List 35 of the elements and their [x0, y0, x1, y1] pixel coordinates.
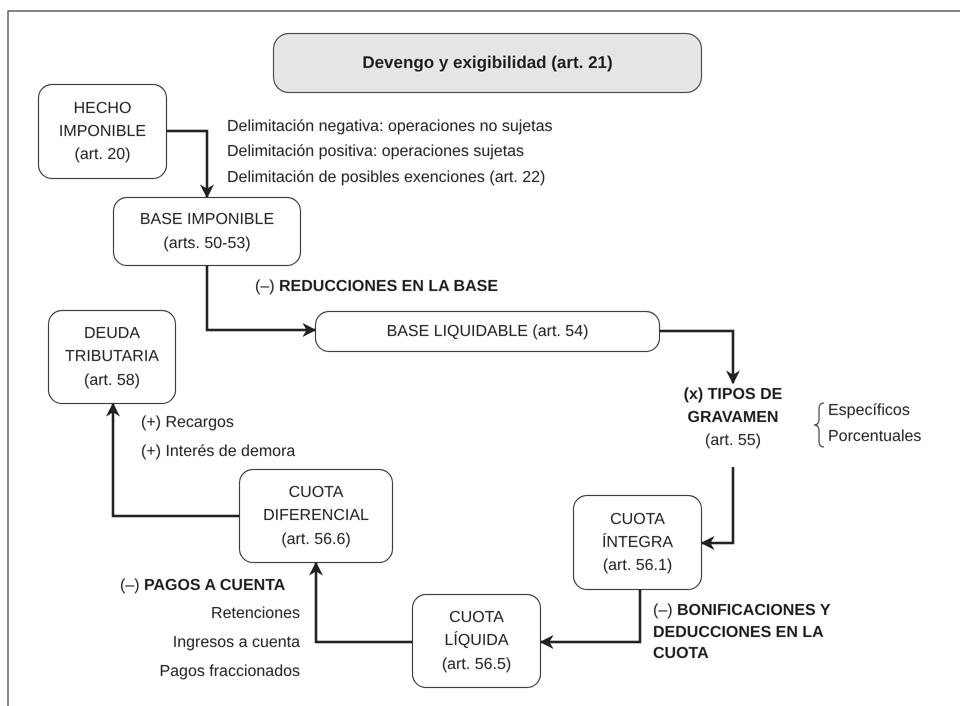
process-box: [573, 495, 702, 590]
box-text: DEUDA TRIBUTARIA (art. 58): [64, 324, 160, 391]
arrow: [167, 130, 214, 198]
arrow: [106, 402, 239, 518]
box-text: CUOTA DIFERENCIAL (art. 56.6): [262, 483, 370, 550]
box-text: CUOTA ÍNTEGRA (art. 56.1): [600, 510, 674, 576]
arrow: [540, 590, 642, 649]
process-box: [412, 594, 541, 688]
note-text: Ingresos a cuenta: [172, 633, 300, 652]
note-text: (+) Interés de demora: [141, 442, 296, 462]
box-text: CUOTA LÍQUIDA (art. 56.5): [440, 608, 512, 675]
note-text: (+) Recargos: [141, 413, 234, 432]
note-text: Delimitación negativa: operaciones no sujetas: [227, 117, 553, 136]
process-box: [38, 84, 167, 179]
box-text: BASE LIQUIDABLE (art. 54): [386, 322, 590, 342]
note-text: Pagos fraccionados: [159, 662, 300, 682]
arrow: [700, 467, 734, 550]
process-box: [48, 310, 176, 404]
arrow: [309, 562, 412, 644]
box-text: BASE IMPONIBLE (arts. 50-53): [138, 210, 276, 254]
note-text: Porcentuales: [828, 427, 922, 446]
process-box: [113, 197, 301, 266]
note-text: Delimitación de posibles exenciones (art. 22): [227, 168, 546, 188]
process-box: [315, 311, 660, 352]
arrow: [660, 330, 740, 384]
article-reference: (art. 55): [704, 431, 761, 452]
box-text: Devengo y exigibilidad (art. 21): [362, 52, 613, 74]
process-box: [239, 469, 393, 563]
arrow: [206, 266, 316, 337]
note-text: Retenciones: [211, 604, 300, 624]
title-box: [273, 33, 702, 93]
note-text: Delimitación positiva: operaciones sujetas: [227, 142, 524, 162]
note-text: Específicos: [828, 401, 910, 420]
box-text: HECHO IMPONIBLE (art. 20): [58, 98, 148, 166]
operation-title: (x) TIPOS DE GRAVAMEN: [682, 385, 784, 428]
